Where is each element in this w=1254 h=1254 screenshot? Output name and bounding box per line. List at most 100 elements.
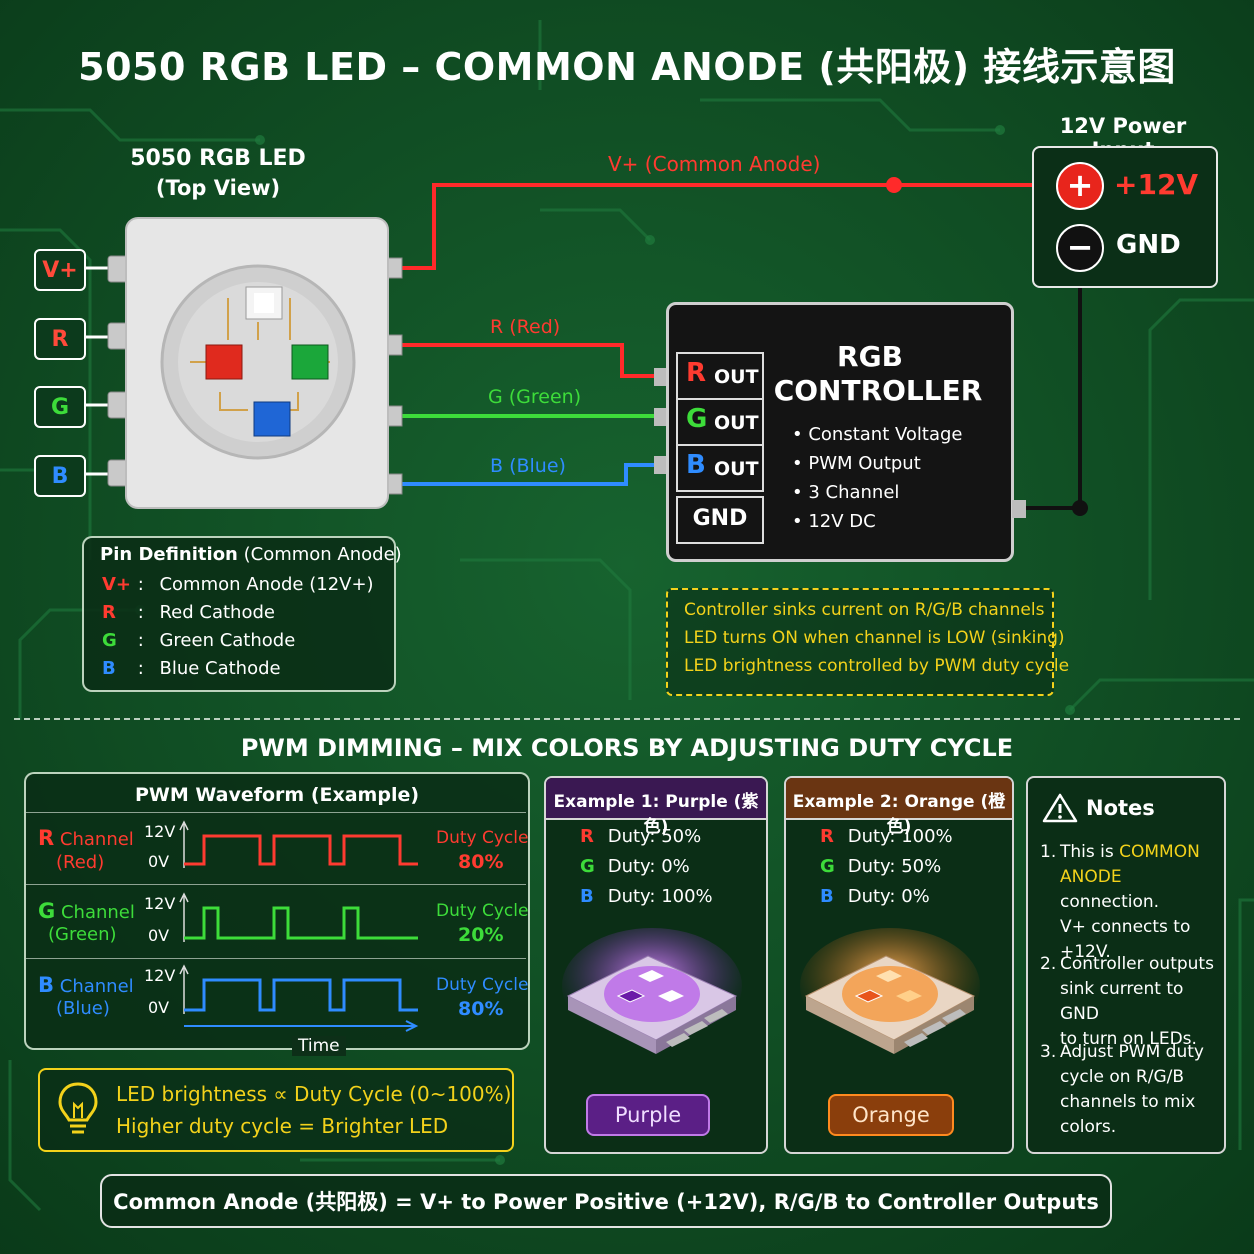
- page-title: 5050 RGB LED – COMMON ANODE (共阳极) 接线示意图: [78, 45, 1176, 89]
- pin-def-desc: Green Cathode: [159, 630, 296, 651]
- pin-def-pin: B: [102, 658, 116, 679]
- notes-card: [1026, 776, 1226, 1154]
- pin-definition-title: Pin Definition (Common Anode): [100, 544, 402, 565]
- ex1-duty-label: Duty:: [607, 886, 656, 907]
- waveform-row-divider: [26, 812, 526, 813]
- controller-port-b: [676, 444, 764, 492]
- controller-feature-4: • 12V DC: [792, 511, 876, 532]
- orange-led-illustration: [800, 928, 980, 1054]
- note-1-rest1: V+ connects to: [1060, 917, 1191, 937]
- g-channel-label: G Channel: [38, 899, 135, 923]
- pin-definition-box: [82, 536, 396, 692]
- power-plus-label: +12V: [1114, 168, 1199, 201]
- brightness-note-line2: Higher duty cycle = Brighter LED: [116, 1114, 449, 1138]
- note-1: This is COMMON ANODE connection. V+ conn…: [1060, 840, 1220, 965]
- pin-def-row: V+ : Common Anode (12V+): [102, 574, 374, 595]
- controller-note-3: LED brightness controlled by PWM duty cy…: [684, 656, 1070, 676]
- note-2-line1: Controller outputs: [1060, 954, 1214, 974]
- note-1-rest2: +12V.: [1060, 942, 1111, 962]
- rgb-controller: [666, 302, 1014, 562]
- note-2-line2: sink current to GND: [1060, 979, 1184, 1024]
- g-duty-label: Duty Cycle: [436, 901, 529, 921]
- ex2-channel: B: [820, 886, 834, 907]
- vplus-wire-label: V+ (Common Anode): [608, 152, 821, 176]
- red-wire-label: R (Red): [490, 316, 561, 338]
- controller-port-r-letter: R: [686, 358, 707, 388]
- lightbulb-icon: [58, 1082, 98, 1134]
- example2-title: Example 2: Orange (橙色): [792, 792, 1006, 837]
- note-3-line3: channels to mix: [1060, 1092, 1196, 1112]
- led-heading: 5050 RGB LED: [130, 146, 306, 171]
- note-1-post: connection.: [1060, 892, 1160, 912]
- controller-port-g-letter: G: [686, 404, 708, 434]
- controller-port-r-label: OUT: [714, 366, 759, 388]
- ex1-row: R Duty: 50%: [580, 826, 701, 847]
- note-1-pre: This is: [1060, 842, 1114, 862]
- pin-def-desc: Blue Cathode: [159, 658, 281, 679]
- pin-def-desc: Red Cathode: [159, 602, 275, 623]
- controller-port-r-pin: [654, 368, 666, 386]
- pin-tag-g: G: [34, 386, 86, 428]
- example2-result: Orange: [828, 1094, 954, 1136]
- controller-title-line1: RGB: [837, 340, 903, 373]
- g-channel-name: Channel: [60, 902, 135, 923]
- controller-gnd-label: GND: [692, 506, 748, 531]
- controller-port-g-label: OUT: [714, 412, 759, 434]
- r-channel-sub: (Red): [56, 852, 105, 873]
- note-3-line2: cycle on R/G/B: [1060, 1067, 1185, 1087]
- ex1-duty-value: 50%: [661, 826, 702, 847]
- note-2-line3: to turn on LEDs.: [1060, 1029, 1197, 1049]
- b-channel-label: B Channel: [38, 973, 134, 997]
- controller-port-b-pin: [654, 456, 666, 474]
- ex2-duty-label: Duty:: [847, 856, 896, 877]
- note-3-num: 3.: [1040, 1042, 1057, 1062]
- ex2-duty-value: 50%: [901, 856, 942, 877]
- footer-text: Common Anode (共阳极) = V+ to Power Positiv…: [113, 1190, 1099, 1214]
- ex1-channel: G: [580, 856, 595, 877]
- example1-result: Purple: [586, 1094, 710, 1136]
- controller-gnd-pin: [1012, 500, 1026, 518]
- time-axis: [184, 1020, 419, 1032]
- b-channel-name: Channel: [59, 976, 134, 997]
- note-1-highlight-anode: ANODE: [1060, 867, 1122, 887]
- controller-feature-3: • 3 Channel: [792, 482, 900, 503]
- pin-tag-b: B: [34, 455, 86, 497]
- gnd-junction: [1072, 500, 1088, 516]
- ex2-duty-value: 100%: [901, 826, 953, 847]
- b-duty-value: 80%: [458, 998, 504, 1020]
- red-wire: [398, 343, 656, 378]
- pin-def-pin: V+: [102, 574, 132, 595]
- note-1-highlight-common: COMMON: [1119, 842, 1200, 862]
- waveform-row-divider: [26, 884, 526, 885]
- g-low-label: 0V: [148, 926, 170, 945]
- brightness-note-box: [38, 1068, 514, 1152]
- controller-port-b-letter: B: [686, 450, 706, 480]
- vplus-wire: [398, 183, 1058, 270]
- controller-feature-2: • PWM Output: [792, 453, 921, 474]
- ex2-channel: G: [820, 856, 835, 877]
- pin-definition-title-suffix: (Common Anode): [243, 544, 402, 565]
- g-high-label: 12V: [144, 894, 176, 913]
- pin-def-sep: :: [137, 574, 144, 595]
- r-low-label: 0V: [148, 852, 170, 871]
- pin-def-sep: :: [137, 630, 144, 651]
- g-channel-waveform: [184, 906, 418, 940]
- g-duty-value: 20%: [458, 924, 504, 946]
- controller-note-1: Controller sinks current on R/G/B channe…: [684, 600, 1045, 620]
- controller-port-b-label: OUT: [714, 458, 759, 480]
- pin-def-row: G : Green Cathode: [102, 630, 295, 651]
- ex1-channel: R: [580, 826, 594, 847]
- pwm-section-title: PWM DIMMING – MIX COLORS BY ADJUSTING DU…: [240, 734, 1014, 762]
- controller-port-g-pin: [654, 408, 666, 426]
- r-channel-name: Channel: [59, 829, 134, 850]
- r-high-label: 12V: [144, 822, 176, 841]
- time-axis-label: Time: [292, 1036, 346, 1056]
- ex2-channel: R: [820, 826, 834, 847]
- pin-def-row: B : Blue Cathode: [102, 658, 281, 679]
- notes-title: Notes: [1086, 796, 1155, 820]
- brightness-note-line1: LED brightness ∝ Duty Cycle (0~100%): [116, 1082, 512, 1106]
- g-channel-sub: (Green): [48, 924, 117, 945]
- r-channel-label: R Channel: [38, 826, 134, 850]
